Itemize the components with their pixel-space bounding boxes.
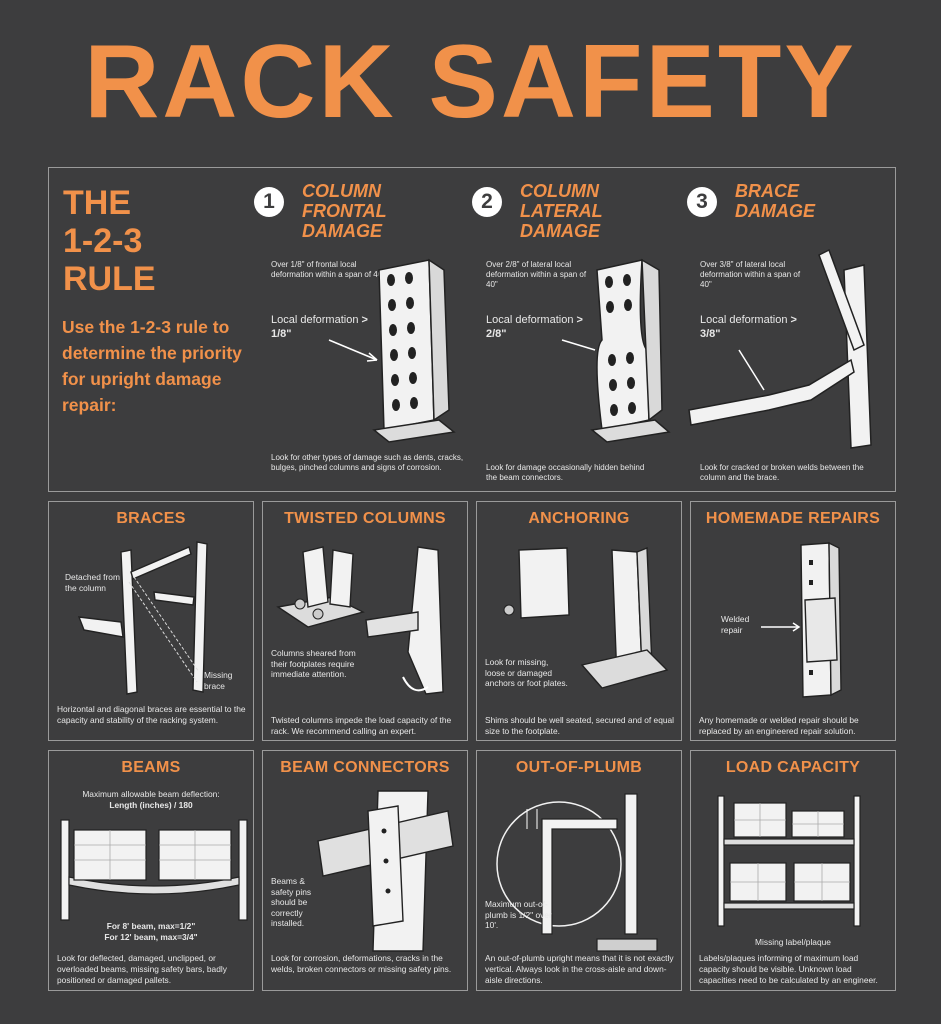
- braces-desc: Horizontal and diagonal braces are essen…: [57, 704, 246, 725]
- page-title: RACK SAFETY: [84, 24, 857, 140]
- panel-title: BEAM CONNECTORS: [280, 759, 450, 776]
- column-lateral-damage-illustration: [561, 258, 671, 443]
- load-capacity-illustration: [717, 795, 861, 927]
- brace-damage-illustration: [688, 248, 872, 449]
- beam-connectors-panel: BEAM CONNECTORS Beams & safety pins shou…: [262, 750, 468, 991]
- panel-title: ANCHORING: [528, 510, 630, 527]
- homemade-repairs-panel: HOMEMADE REPAIRS Welded repair Any homem…: [690, 501, 896, 741]
- braces-illustration: [77, 541, 208, 695]
- beams-note-12ft: For 12' beam, max=3/4": [104, 932, 198, 942]
- step-1-local: Local deformation > 1/8": [271, 314, 368, 340]
- step-3-number: 3: [687, 187, 717, 217]
- step-3-criteria: Over 3/8" of lateral local deformation w…: [700, 260, 801, 289]
- step-1-number: 1: [254, 187, 284, 217]
- out-of-plumb-panel: OUT-OF-PLUMB Maximum out-of-plumb is 1/2…: [476, 750, 682, 991]
- step-2-number: 2: [472, 187, 502, 217]
- arrow-icon: [761, 622, 801, 632]
- anchoring-panel: ANCHORING Look for missing, loose or dam…: [476, 501, 682, 741]
- load-capacity-panel: LOAD CAPACITY Missing label/plaque Label…: [690, 750, 896, 991]
- beams-desc: Look for deflected, damaged, unclipped, …: [57, 953, 227, 985]
- column-frontal-damage-illustration: [328, 258, 456, 443]
- step-1-desc: Look for other types of damage such as d…: [271, 453, 464, 472]
- step-1-criteria: Over 1/8" of frontal local deformation w…: [271, 260, 386, 279]
- panel-title: BEAMS: [121, 759, 181, 776]
- anchoring-illustration: [503, 546, 669, 689]
- load-capacity-note: Missing label/plaque: [755, 937, 831, 947]
- out-of-plumb-note: Maximum out-of-plumb is 1/2" over 10'.: [485, 899, 552, 930]
- beams-illustration: [60, 819, 248, 921]
- twisted-columns-panel: TWISTED COLUMNS Columns sheared from the…: [262, 501, 468, 741]
- step-2-local: Local deformation > 2/8": [486, 314, 583, 340]
- panel-title: BRACES: [116, 510, 186, 527]
- rule-heading: THE 1-2-3 RULE: [63, 184, 156, 298]
- beams-note-formula: Length (inches) / 180: [109, 800, 193, 810]
- panel-title: HOMEMADE REPAIRS: [705, 510, 881, 527]
- step-3-desc: Look for cracked or broken welds between…: [700, 463, 864, 482]
- beam-connectors-note: Beams & safety pins should be correctly …: [271, 876, 312, 928]
- step-2-criteria: Over 2/8" of lateral local deformation w…: [486, 260, 587, 289]
- homemade-repairs-illustration: [800, 541, 842, 698]
- beams-panel: BEAMS Maximum allowable beam deflection:…: [48, 750, 254, 991]
- panel-title: TWISTED COLUMNS: [284, 510, 446, 527]
- panel-title: LOAD CAPACITY: [725, 759, 861, 776]
- panel-title: OUT-OF-PLUMB: [515, 759, 643, 776]
- step-3-local: Local deformation > 3/8": [700, 314, 797, 340]
- homemade-repairs-note: Welded repair: [721, 614, 750, 635]
- braces-note-missing: Missing brace: [204, 670, 233, 691]
- rule-panel: THE 1-2-3 RULE Use the 1-2-3 rule to det…: [48, 167, 896, 492]
- twisted-columns-note: Columns sheared from their footplates re…: [271, 648, 356, 679]
- step-2-desc: Look for damage occasionally hidden behi…: [486, 463, 645, 482]
- anchoring-note: Look for missing, loose or damaged ancho…: [485, 657, 568, 688]
- beams-note-deflection: Maximum allowable beam deflection:: [82, 789, 220, 799]
- beam-connectors-desc: Look for corrosion, deformations, cracks…: [271, 953, 452, 974]
- load-capacity-desc: Labels/plaques informing of maximum load…: [699, 953, 878, 985]
- homemade-repairs-desc: Any homemade or welded repair should be …: [699, 715, 859, 736]
- braces-note-detached: Detached from the column: [65, 572, 120, 593]
- beam-connectors-illustration: [317, 790, 454, 952]
- rule-subtitle: Use the 1-2-3 rule to determine the prio…: [62, 317, 242, 415]
- beams-note-8ft: For 8' beam, max=1/2": [106, 921, 196, 931]
- out-of-plumb-illustration: [496, 793, 658, 952]
- braces-panel: BRACES Detached from the column Missing …: [48, 501, 254, 741]
- twisted-columns-desc: Twisted columns impede the load capacity…: [271, 715, 452, 736]
- anchoring-desc: Shims should be well seated, secured and…: [485, 715, 675, 736]
- out-of-plumb-desc: An out-of-plumb upright means that it is…: [485, 953, 674, 985]
- twisted-columns-illustration: [276, 546, 444, 695]
